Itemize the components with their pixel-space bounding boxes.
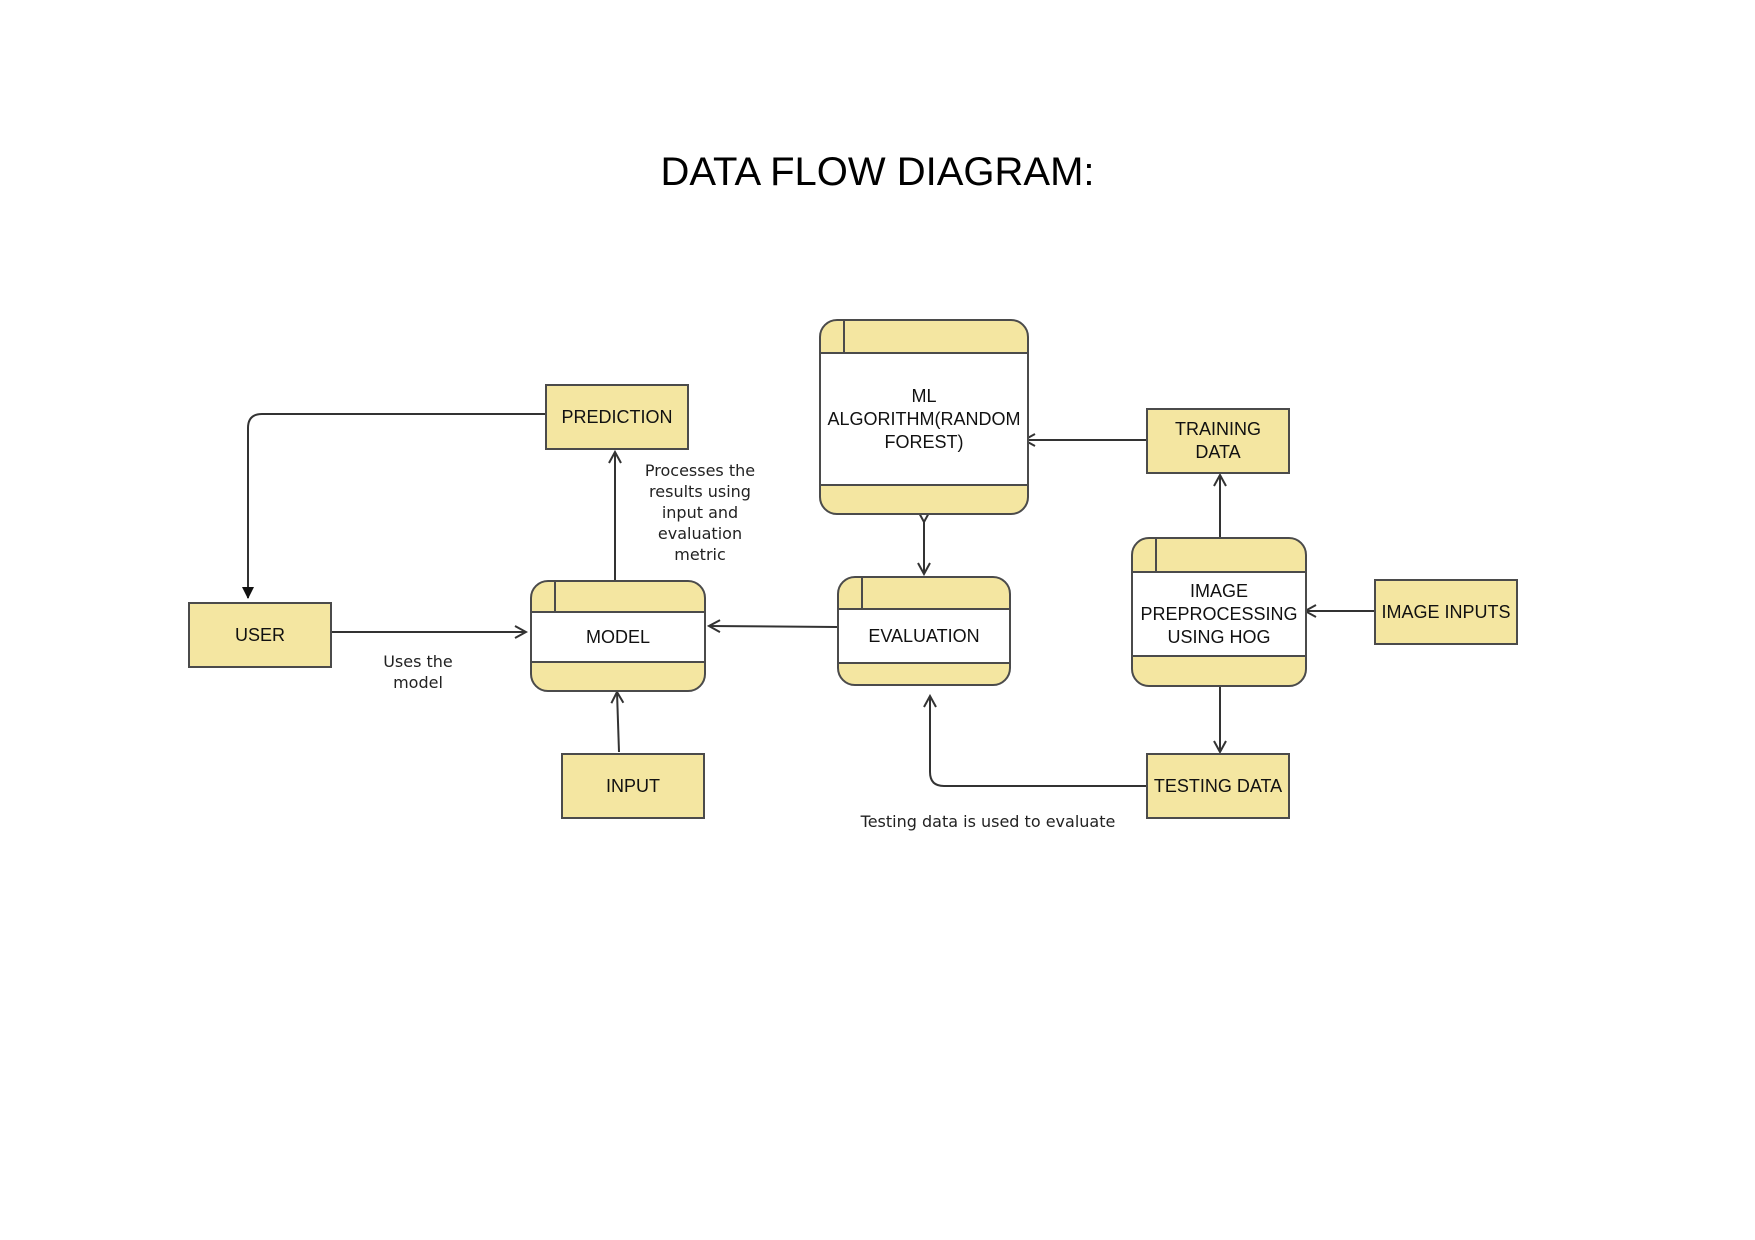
node-testing-data: TESTING DATA (1146, 753, 1290, 819)
process-tab (554, 582, 556, 612)
process-model-label: MODEL (532, 611, 704, 663)
process-evaluation: EVALUATION (837, 576, 1011, 686)
node-training-data: TRAINING DATA (1146, 408, 1290, 474)
process-ml-algorithm-label: ML ALGORITHM(RANDOM FOREST) (821, 352, 1027, 486)
process-tab (1155, 539, 1157, 572)
label-processes-results: Processes the results using input and ev… (644, 461, 756, 564)
label-uses-model: Uses the model (383, 652, 453, 692)
edge-prediction-to-user (242, 413, 548, 599)
node-image-inputs: IMAGE INPUTS (1374, 579, 1518, 645)
process-model: MODEL (530, 580, 706, 692)
process-image-preprocessing-label: IMAGE PREPROCESSING USING HOG (1133, 571, 1305, 657)
node-prediction: PREDICTION (545, 384, 689, 450)
process-tab (861, 578, 863, 609)
edge-input-to-model (617, 692, 619, 753)
process-evaluation-label: EVALUATION (839, 608, 1009, 664)
diagram-title: DATA FLOW DIAGRAM: (660, 150, 1095, 194)
node-user: USER (188, 602, 332, 668)
process-tab (843, 321, 845, 353)
node-input: INPUT (561, 753, 705, 819)
edge-testing-to-evaluation (930, 696, 1146, 787)
edge-evaluation-to-model (709, 626, 838, 627)
process-image-preprocessing: IMAGE PREPROCESSING USING HOG (1131, 537, 1307, 687)
label-testing-evaluate: Testing data is used to evaluate (860, 812, 1116, 831)
process-ml-algorithm: ML ALGORITHM(RANDOM FOREST) (819, 319, 1029, 515)
